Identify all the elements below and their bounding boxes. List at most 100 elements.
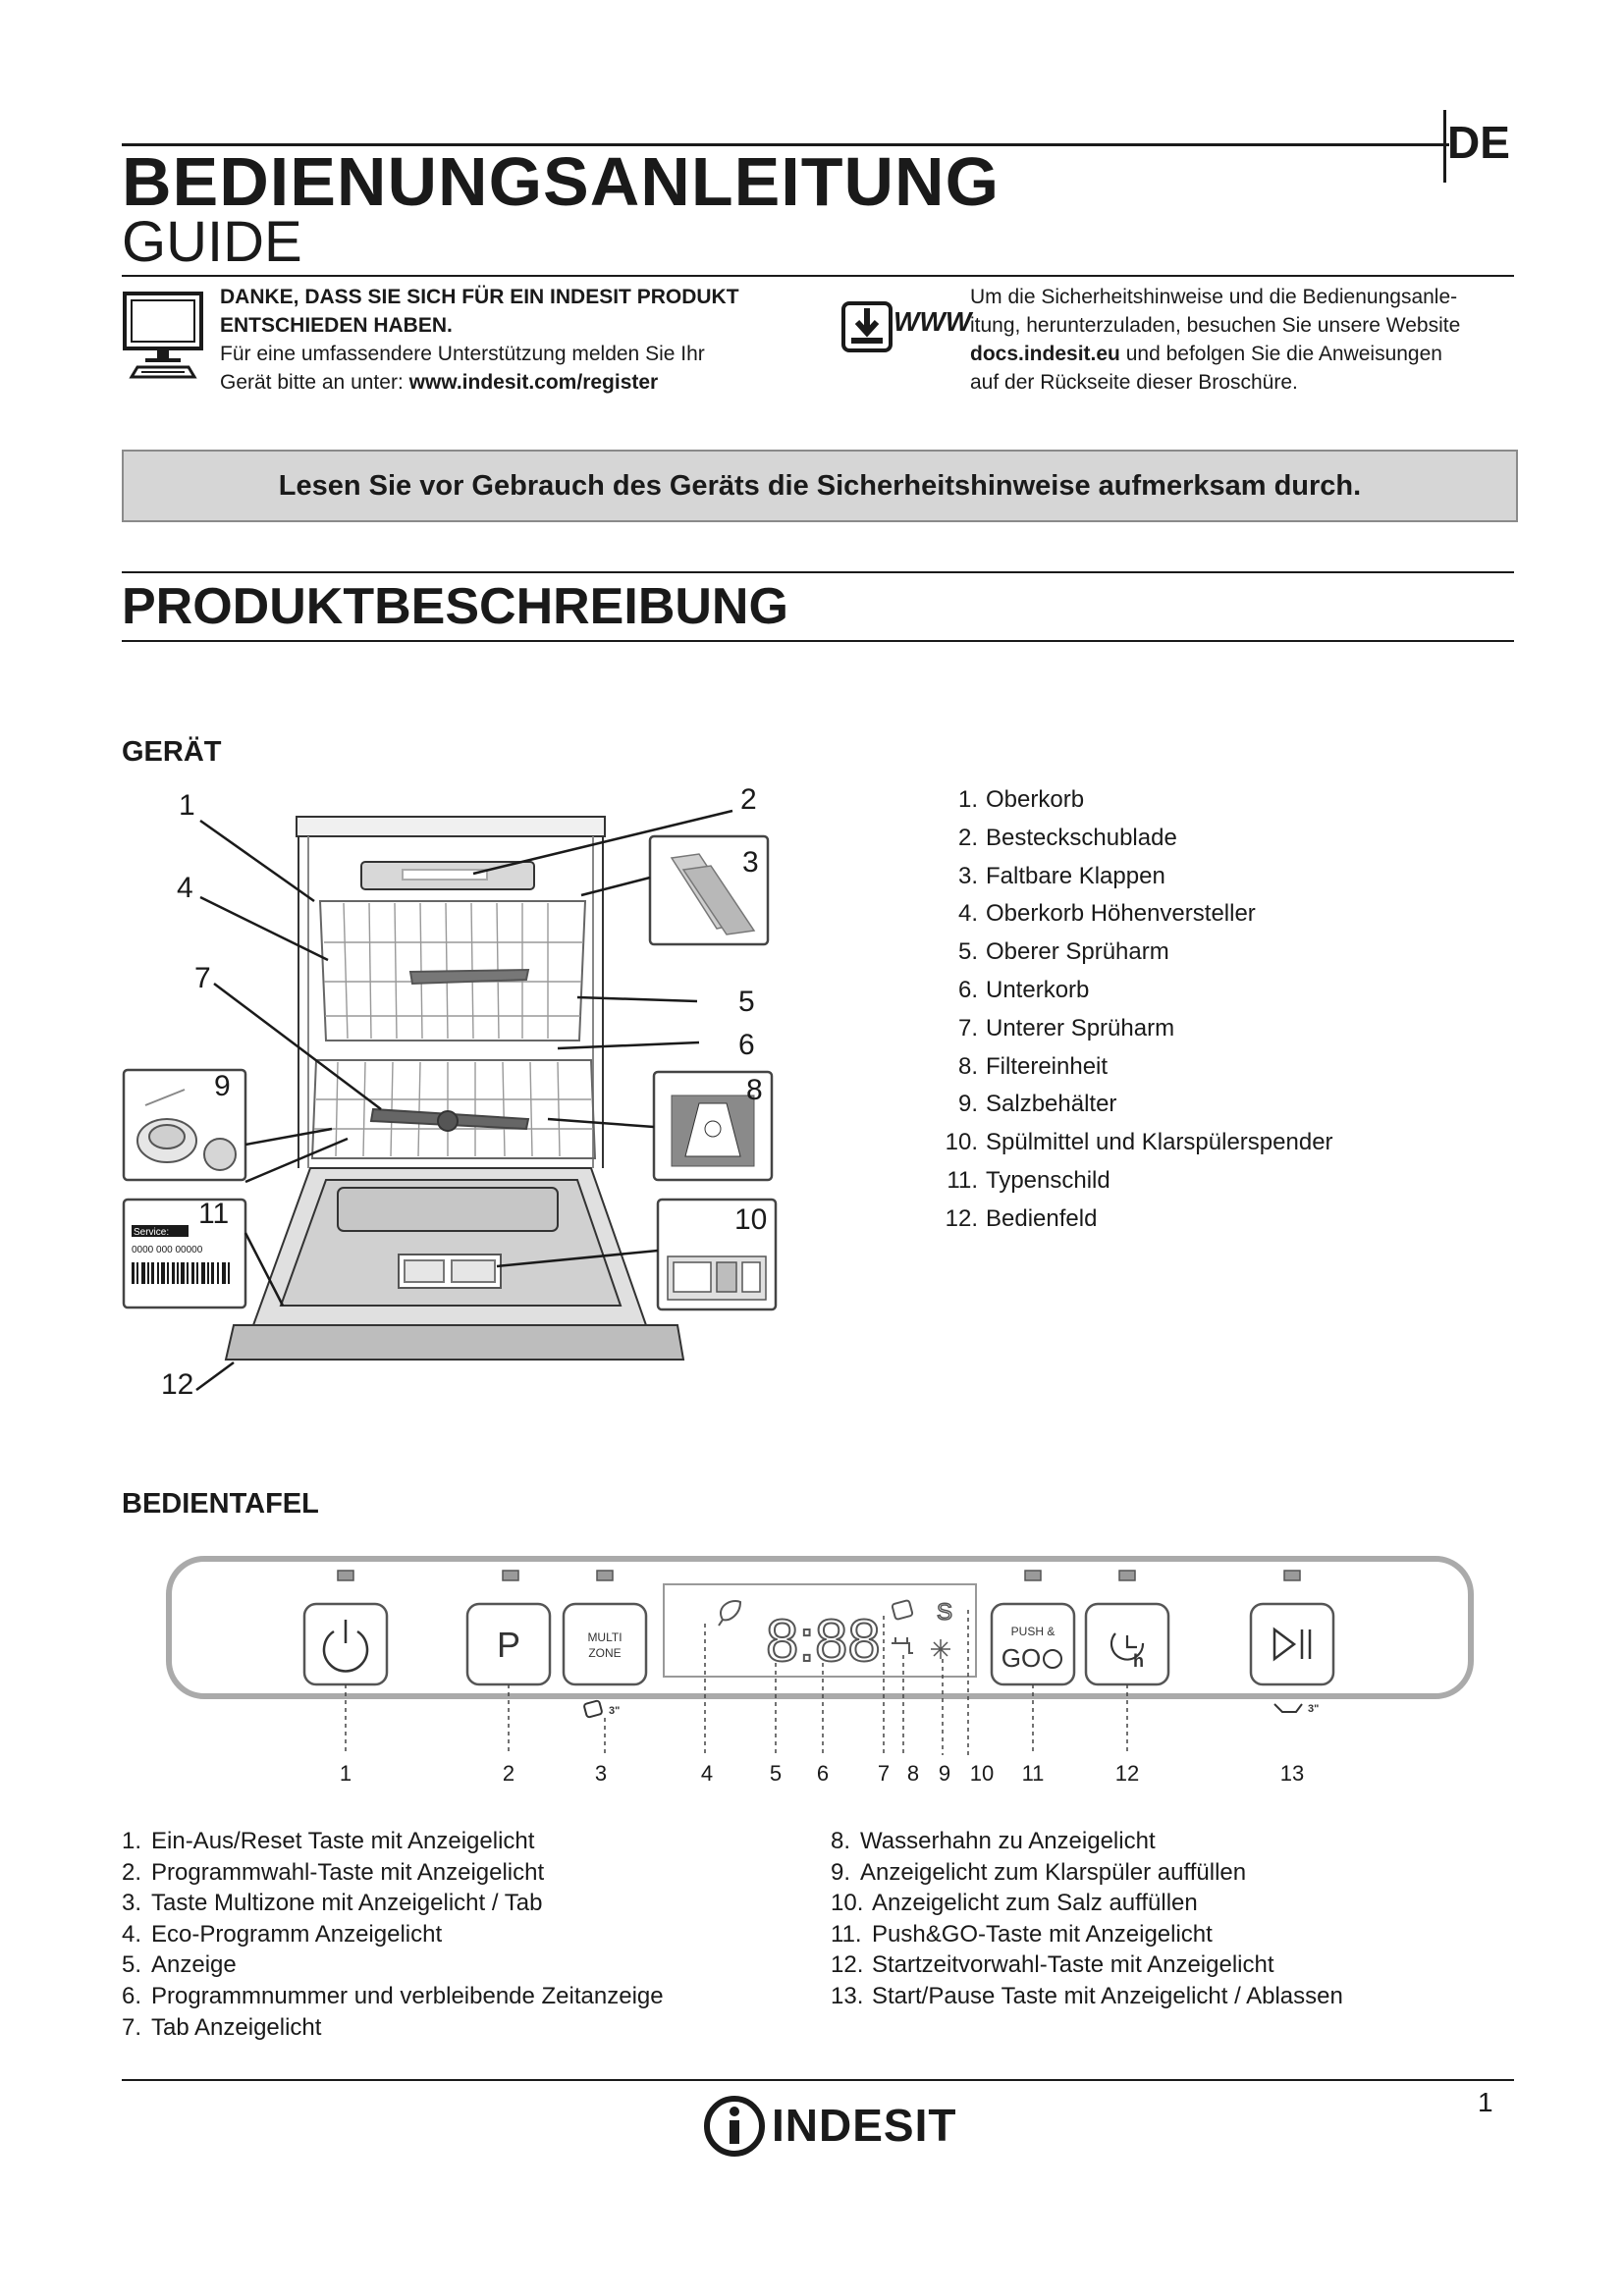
intro-download-line1: Um die Sicherheitshinweise und die Bedie… <box>970 286 1458 308</box>
list-item: 8.Wasserhahn zu Anzeigelicht <box>831 1828 1156 1854</box>
header-bottom-rule <box>122 275 1514 277</box>
water-tap-icon <box>892 1637 913 1654</box>
tab-icon <box>583 1699 603 1719</box>
power-button[interactable] <box>302 1602 389 1686</box>
rinse-aid-icon <box>931 1639 950 1659</box>
callout-8: 8 <box>746 1074 763 1106</box>
intro-thanks: DANKE, DASS SIE SICH FÜR EIN INDESIT PRO… <box>220 283 809 397</box>
appliance-parts-list: 1.Oberkorb 2.Besteckschublade 3.Faltbare… <box>939 781 1333 1239</box>
control-items-left: 1.Ein-Aus/Reset Taste mit Anzeigelicht 2… <box>122 1826 664 2043</box>
program-button-label: P <box>497 1625 520 1665</box>
page-number: 1 <box>1478 2087 1493 2117</box>
callout-10: 10 <box>734 1203 767 1236</box>
display-digits: 8:88 <box>766 1608 881 1674</box>
push-go-label-line2: GO <box>1001 1643 1041 1673</box>
list-item: 1.Ein-Aus/Reset Taste mit Anzeigelicht <box>122 1828 535 1854</box>
intro-register-line1: Für eine umfassendere Unterstützung meld… <box>220 343 705 365</box>
power-icon <box>322 1620 369 1673</box>
dishwasher-diagram: Service: 0000 000 00000 <box>122 783 778 1401</box>
callout-12: 12 <box>161 1368 193 1401</box>
list-item: 2.Programmwahl-Taste mit Anzeigelicht <box>122 1858 545 1886</box>
list-item: 2.Besteckschublade <box>957 824 1177 851</box>
list-item: 9.Anzeigelicht zum Klarspüler auffüllen <box>831 1858 1247 1886</box>
callout-leader-lines <box>195 809 733 1392</box>
push-go-play-icon <box>1043 1649 1062 1669</box>
display-window <box>663 1583 977 1678</box>
download-icon <box>841 301 893 352</box>
control-callout-10: 10 <box>970 1761 994 1786</box>
control-callout-13: 13 <box>1280 1761 1304 1786</box>
list-item: 12.Startzeitvorwahl-Taste mit Anzeigelic… <box>831 1951 1274 1979</box>
brand-name: INDESIT <box>772 2100 957 2151</box>
control-callout-6: 6 <box>817 1761 829 1786</box>
callout-1: 1 <box>179 789 195 822</box>
list-item: 3.Taste Multizone mit Anzeigelicht / Tab <box>122 1890 543 1917</box>
play-pause-icon <box>1272 1627 1312 1662</box>
rating-label-number: 0000 000 00000 <box>132 1245 203 1255</box>
svg-text:h: h <box>1133 1651 1144 1671</box>
control-callout-4: 4 <box>701 1761 713 1786</box>
control-callout-12: 12 <box>1115 1761 1139 1786</box>
delay-clock-icon: h <box>1110 1632 1145 1671</box>
list-item: 3.Faltbare Klappen <box>957 862 1165 889</box>
list-item: 10.Spülmittel und Klarspülerspender <box>945 1129 1333 1156</box>
callout-3: 3 <box>742 846 759 879</box>
callout-5: 5 <box>738 986 755 1018</box>
callout-11: 11 <box>198 1198 229 1230</box>
list-item: 8.Filtereinheit <box>957 1052 1109 1080</box>
callout-6: 6 <box>738 1029 755 1061</box>
list-item: 5.Oberer Sprüharm <box>957 938 1169 966</box>
list-item: 6.Unterkorb <box>957 976 1090 1003</box>
document-title: BEDIENUNGSANLEITUNG <box>122 143 1001 220</box>
control-items-right: 8.Wasserhahn zu Anzeigelicht 9.Anzeigeli… <box>831 1826 1343 2012</box>
indicator-leds <box>337 1570 1301 1581</box>
tab-indicator-icon <box>891 1599 914 1621</box>
appliance-heading: GERÄT <box>122 736 222 768</box>
lower-basket-wires <box>314 1061 593 1157</box>
rating-label-service: Service: <box>134 1227 169 1238</box>
section-top-rule <box>122 571 1514 573</box>
salt-indicator-icon: S <box>937 1599 952 1626</box>
list-item: 11.Typenschild <box>947 1166 1110 1194</box>
control-callout-1: 1 <box>340 1761 352 1786</box>
register-link[interactable]: www.indesit.com/register <box>408 371 659 394</box>
intro-download: Um die Sicherheitshinweise und die Bedie… <box>970 283 1520 397</box>
eco-leaf-icon <box>718 1600 742 1627</box>
multizone-label-line2: ZONE <box>588 1646 621 1660</box>
list-item: 4.Eco-Programm Anzeigelicht <box>122 1920 443 1948</box>
control-callout-11: 11 <box>1022 1761 1045 1786</box>
indesit-logo-icon <box>704 2096 765 2157</box>
list-item: 9.Salzbehälter <box>957 1091 1117 1118</box>
control-callout-8: 8 <box>907 1761 919 1786</box>
intro-download-line2: itung, herunterzuladen, besuchen Sie uns… <box>970 314 1461 337</box>
computer-icon <box>123 292 203 379</box>
barcode <box>132 1262 230 1284</box>
intro-download-line4: auf der Rückseite dieser Broschüre. <box>970 371 1298 394</box>
control-callout-9: 9 <box>939 1761 950 1786</box>
list-item: 7.Tab Anzeigelicht <box>122 2013 322 2041</box>
section-bottom-rule <box>122 640 1514 642</box>
list-item: 11.Push&GO-Taste mit Anzeigelicht <box>831 1920 1213 1948</box>
start-pause-hold-label: 3" <box>1308 1703 1319 1715</box>
docs-link[interactable]: docs.indesit.eu <box>970 343 1120 365</box>
list-item: 10.Anzeigelicht zum Salz auffüllen <box>831 1890 1198 1917</box>
callout-9: 9 <box>214 1070 231 1102</box>
list-item: 5.Anzeige <box>122 1951 237 1979</box>
language-tag: DE <box>1447 117 1510 168</box>
intro-download-line3: und befolgen Sie die Anweisungen <box>1119 343 1442 365</box>
header-top-rule <box>122 143 1449 146</box>
push-go-label-line1: PUSH & <box>1011 1625 1056 1638</box>
control-panel-heading: BEDIENTAFEL <box>122 1488 319 1520</box>
intro-thanks-line1: DANKE, DASS SIE SICH FÜR EIN INDESIT PRO… <box>220 286 739 308</box>
document-subtitle: GUIDE <box>122 210 302 274</box>
control-callout-7: 7 <box>878 1761 890 1786</box>
list-item: 6.Programmnummer und verbleibende Zeitan… <box>122 1982 664 2009</box>
multizone-button[interactable] <box>562 1602 648 1686</box>
list-item: 1.Oberkorb <box>957 786 1085 813</box>
multizone-label-line1: MULTI <box>587 1630 622 1644</box>
callout-4: 4 <box>177 872 193 904</box>
list-item: 4.Oberkorb Höhenversteller <box>957 900 1256 928</box>
drain-icon <box>1273 1703 1303 1713</box>
section-title: PRODUKTBESCHREIBUNG <box>122 578 788 635</box>
footer-rule <box>122 2079 1514 2081</box>
